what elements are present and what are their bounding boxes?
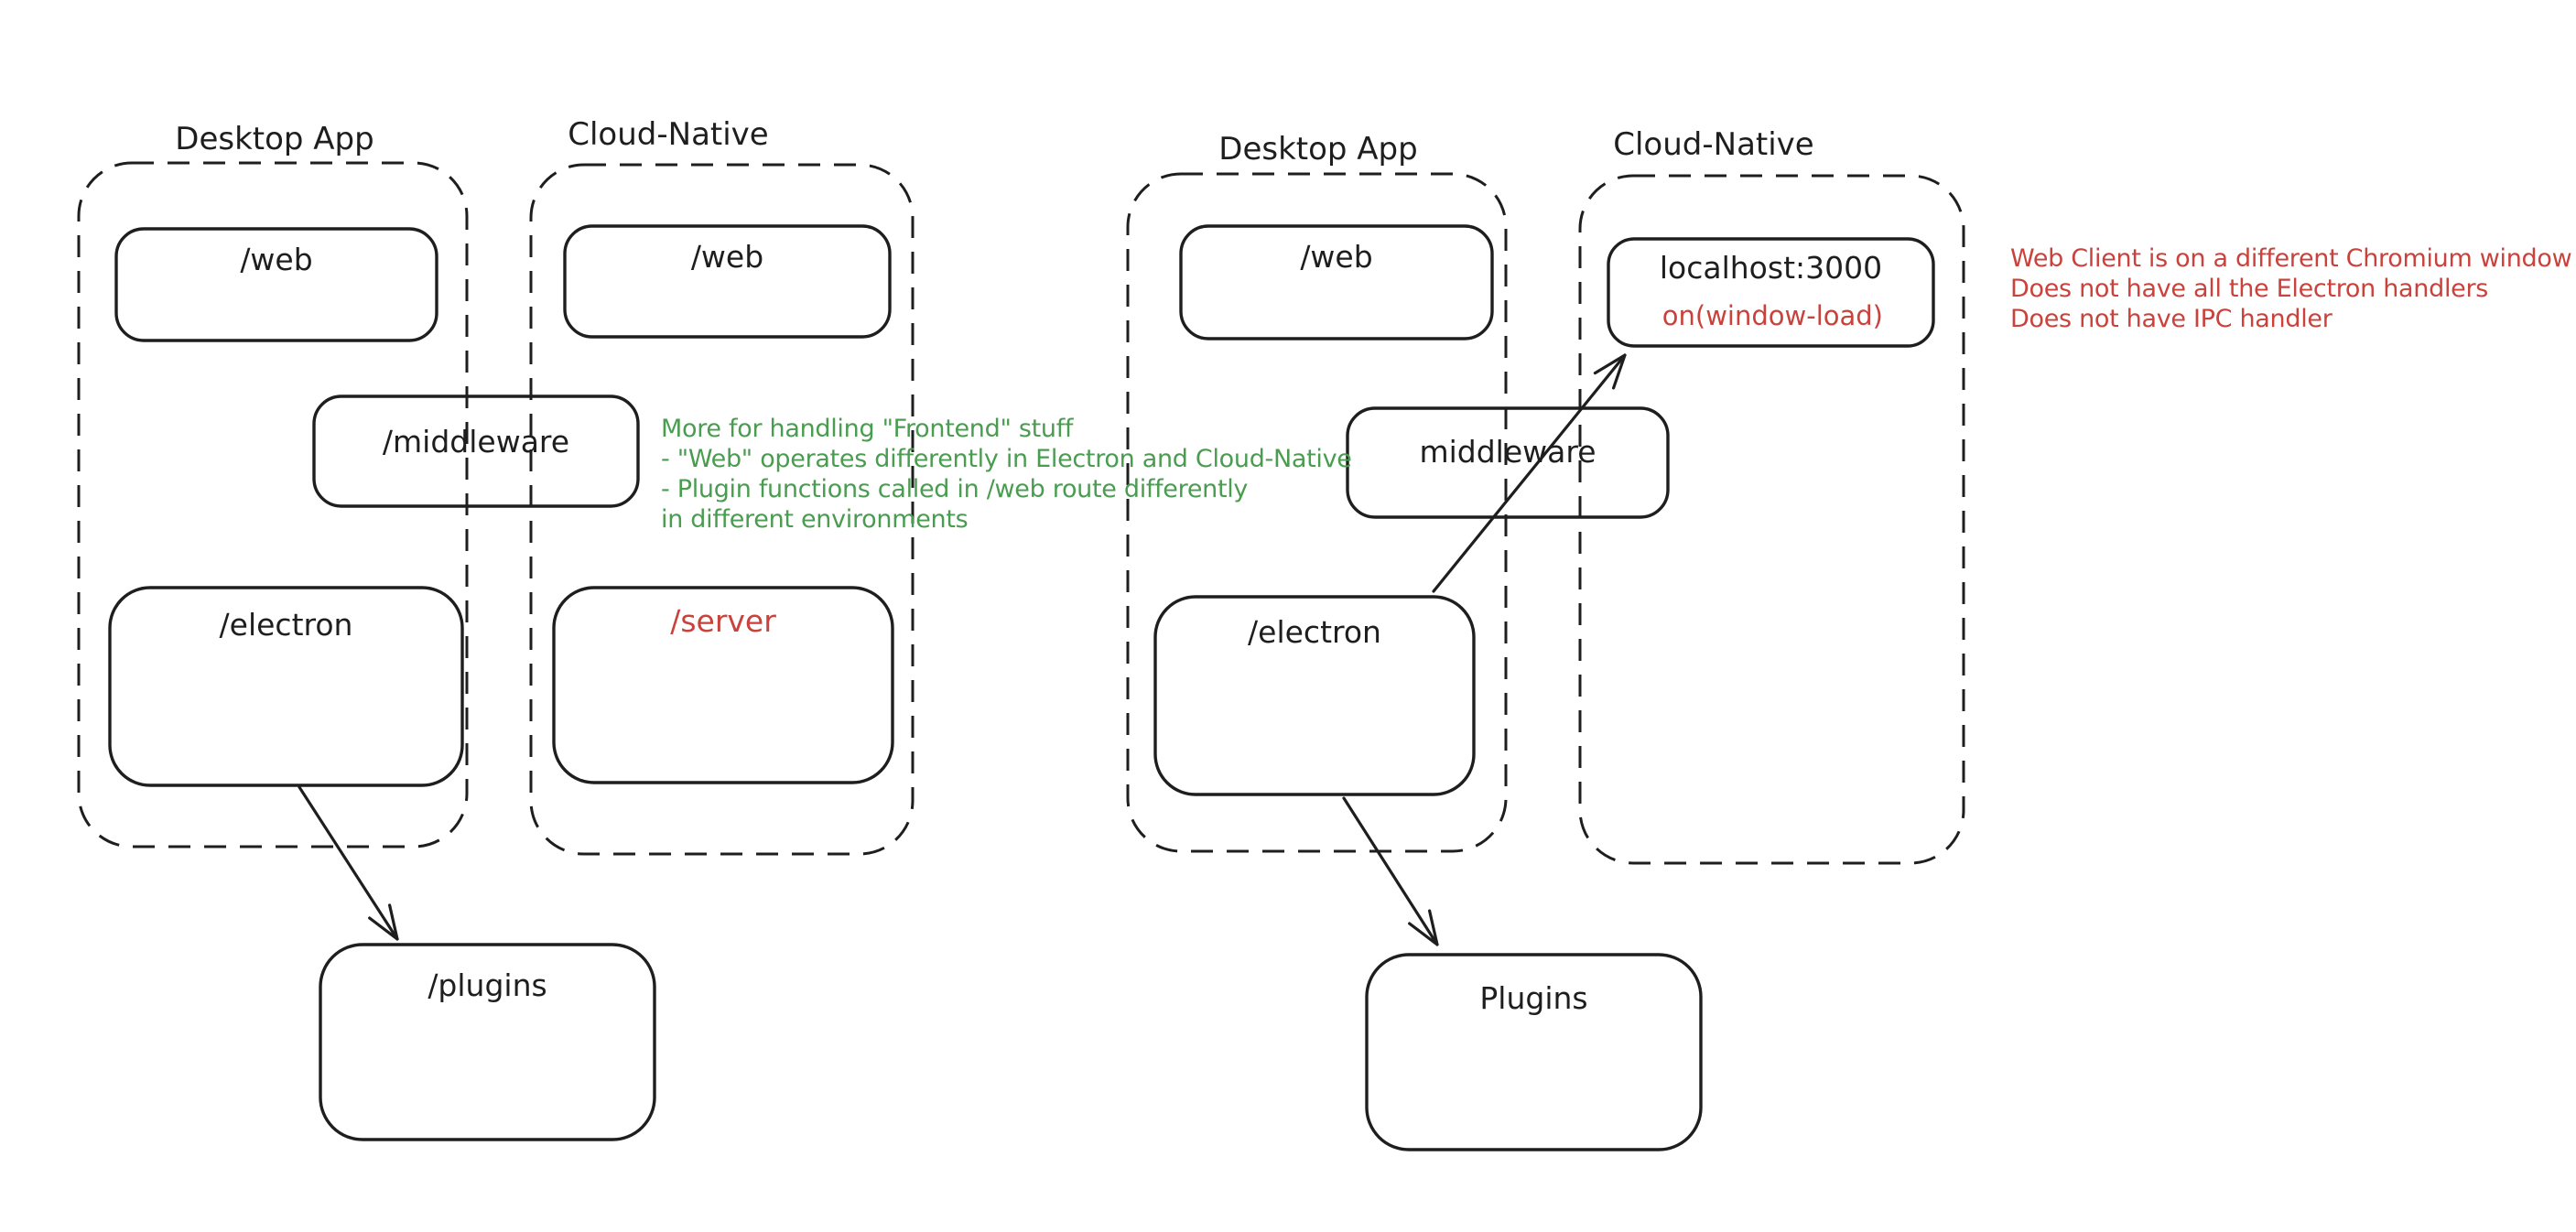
green-annotation-note: More for handling "Frontend" stuff - "We… bbox=[661, 414, 1352, 535]
right-window-load-label: on(window-load) bbox=[1661, 300, 1883, 331]
note-line: Does not have all the Electron handlers bbox=[2010, 275, 2489, 303]
arrow-right-electron-to-localhost bbox=[1432, 353, 1627, 593]
left-desktop-app-label: Desktop App bbox=[175, 121, 374, 157]
note-line: - "Web" operates differently in Electron… bbox=[661, 445, 1352, 473]
left-cloud-web-label: /web bbox=[690, 239, 764, 275]
note-line: in different environments bbox=[661, 505, 969, 534]
right-localhost-box bbox=[1607, 237, 1935, 348]
right-desktop-app-container bbox=[1126, 172, 1508, 853]
right-plugins-box bbox=[1365, 953, 1703, 1151]
left-cloud-native-container bbox=[529, 163, 915, 856]
right-cloud-native-label: Cloud-Native bbox=[1613, 126, 1814, 163]
right-middleware-box bbox=[1346, 406, 1670, 519]
right-middleware-label: middleware bbox=[1419, 434, 1596, 470]
right-desktop-web-label: /web bbox=[1300, 239, 1373, 275]
arrow-line bbox=[298, 785, 399, 941]
left-desktop-web-box bbox=[114, 227, 438, 342]
arrow-line bbox=[1342, 796, 1439, 946]
left-cloud-native-label: Cloud-Native bbox=[568, 116, 769, 153]
left-plugins-label: /plugins bbox=[428, 967, 547, 1003]
note-line: Does not have IPC handler bbox=[2010, 305, 2332, 333]
note-line: More for handling "Frontend" stuff bbox=[661, 415, 1074, 443]
red-annotation-note: Web Client is on a different Chromium wi… bbox=[2010, 243, 2572, 334]
right-electron-label: /electron bbox=[1248, 614, 1381, 650]
arrow-line bbox=[1432, 353, 1627, 593]
arrow-right-electron-to-plugins bbox=[1342, 796, 1439, 946]
arrow-head bbox=[368, 903, 399, 941]
left-electron-label: /electron bbox=[219, 607, 353, 643]
right-localhost-label: localhost:3000 bbox=[1659, 250, 1883, 286]
left-server-label: /server bbox=[670, 603, 776, 639]
left-server-box bbox=[552, 586, 894, 784]
right-electron-box bbox=[1153, 595, 1476, 796]
arrow-head bbox=[1408, 909, 1439, 946]
arrow-left-electron-to-plugins bbox=[298, 785, 399, 941]
right-desktop-web-box bbox=[1179, 224, 1494, 340]
note-line: - Plugin functions called in /web route … bbox=[661, 475, 1249, 503]
left-desktop-web-label: /web bbox=[240, 242, 313, 277]
arrow-head bbox=[1593, 353, 1627, 390]
right-cloud-native-container bbox=[1578, 174, 1965, 865]
right-desktop-app-label: Desktop App bbox=[1218, 131, 1418, 168]
note-line: Web Client is on a different Chromium wi… bbox=[2010, 244, 2572, 273]
right-plugins-label: Plugins bbox=[1479, 980, 1588, 1016]
left-electron-box bbox=[108, 586, 464, 787]
left-plugins-box bbox=[319, 943, 656, 1141]
left-middleware-box bbox=[312, 394, 640, 508]
left-middleware-label: /middleware bbox=[382, 424, 570, 459]
left-cloud-web-box bbox=[563, 224, 892, 339]
